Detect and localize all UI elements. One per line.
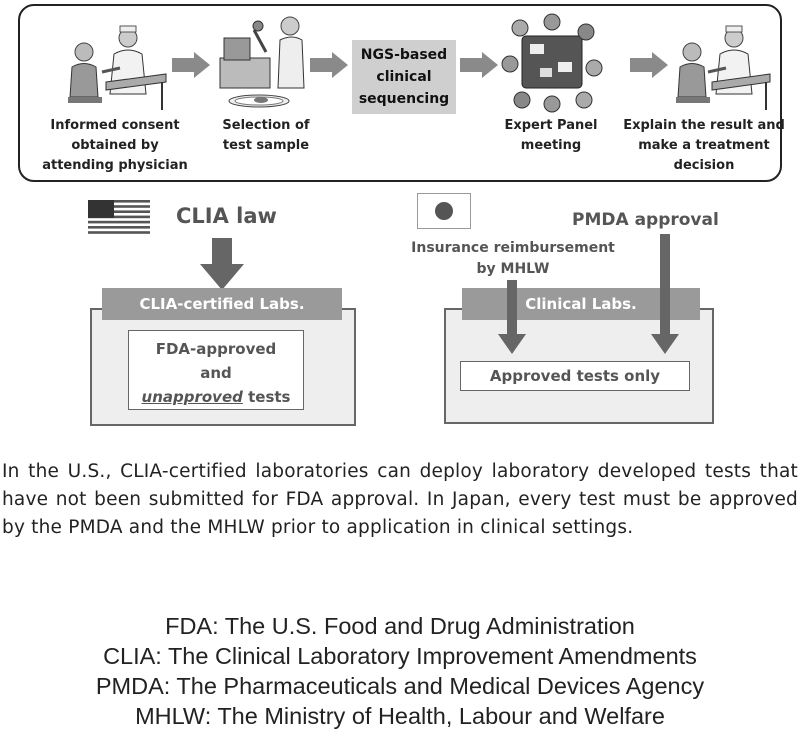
pmda-arrow	[651, 234, 679, 354]
pmda-approval-label: PMDA approval	[572, 210, 719, 230]
fda-approved-text: FDA-approved	[155, 340, 277, 358]
abbreviation-fda: FDA: The U.S. Food and Drug Administrati…	[165, 613, 635, 639]
us-flag-icon	[88, 200, 150, 234]
clia-certified-labs-header: CLIA-certified Labs.	[102, 288, 342, 320]
abbreviation-clia: CLIA: The Clinical Laboratory Improvemen…	[103, 643, 697, 669]
step-label-expert-panel: Expert Panel meeting	[504, 118, 598, 153]
down-arrow	[200, 238, 244, 290]
step-label-consent: Informed consent obtained by attending p…	[42, 118, 188, 173]
approved-tests-box: Approved tests only	[460, 361, 690, 391]
us-tests-box: FDA-approved and unapproved tests	[128, 330, 304, 410]
workflow-arrow	[172, 52, 210, 78]
ngs-sequencing-box: NGS-based clinical sequencing	[352, 40, 456, 114]
abbreviation-pmda: PMDA: The Pharmaceuticals and Medical De…	[95, 673, 705, 699]
doctor-patient-consultation-icon	[62, 12, 170, 114]
workflow-arrow	[310, 52, 348, 78]
caption-paragraph: In the U.S., CLIA-certified laboratories…	[2, 461, 798, 538]
workflow-box	[18, 4, 782, 182]
reimbursement-arrow	[498, 280, 526, 354]
ngs-label: NGS-based clinical sequencing	[358, 47, 450, 107]
and-text: and	[200, 364, 232, 382]
japan-flag-icon	[417, 193, 471, 229]
unapproved-emphasis: unapproved	[141, 388, 243, 406]
tests-text: tests	[242, 388, 291, 406]
panel-meeting-icon	[500, 10, 604, 114]
abbreviation-mhlw: MHLW: The Ministry of Health, Labour and…	[135, 703, 665, 729]
unapproved-tests-line: unapproved tests	[129, 385, 303, 409]
doctor-patient-consultation-icon	[672, 12, 772, 114]
step-label-explain: Explain the result and make a treatment …	[623, 118, 785, 173]
clia-law-label: CLIA law	[176, 204, 277, 228]
workflow-arrow	[630, 52, 668, 78]
insurance-reimbursement-label: Insurance reimbursement by MHLW	[411, 240, 615, 277]
workflow-arrow	[460, 52, 498, 78]
lab-sample-selection-icon	[214, 8, 306, 114]
step-label-sample: Selection of test sample	[222, 118, 310, 153]
